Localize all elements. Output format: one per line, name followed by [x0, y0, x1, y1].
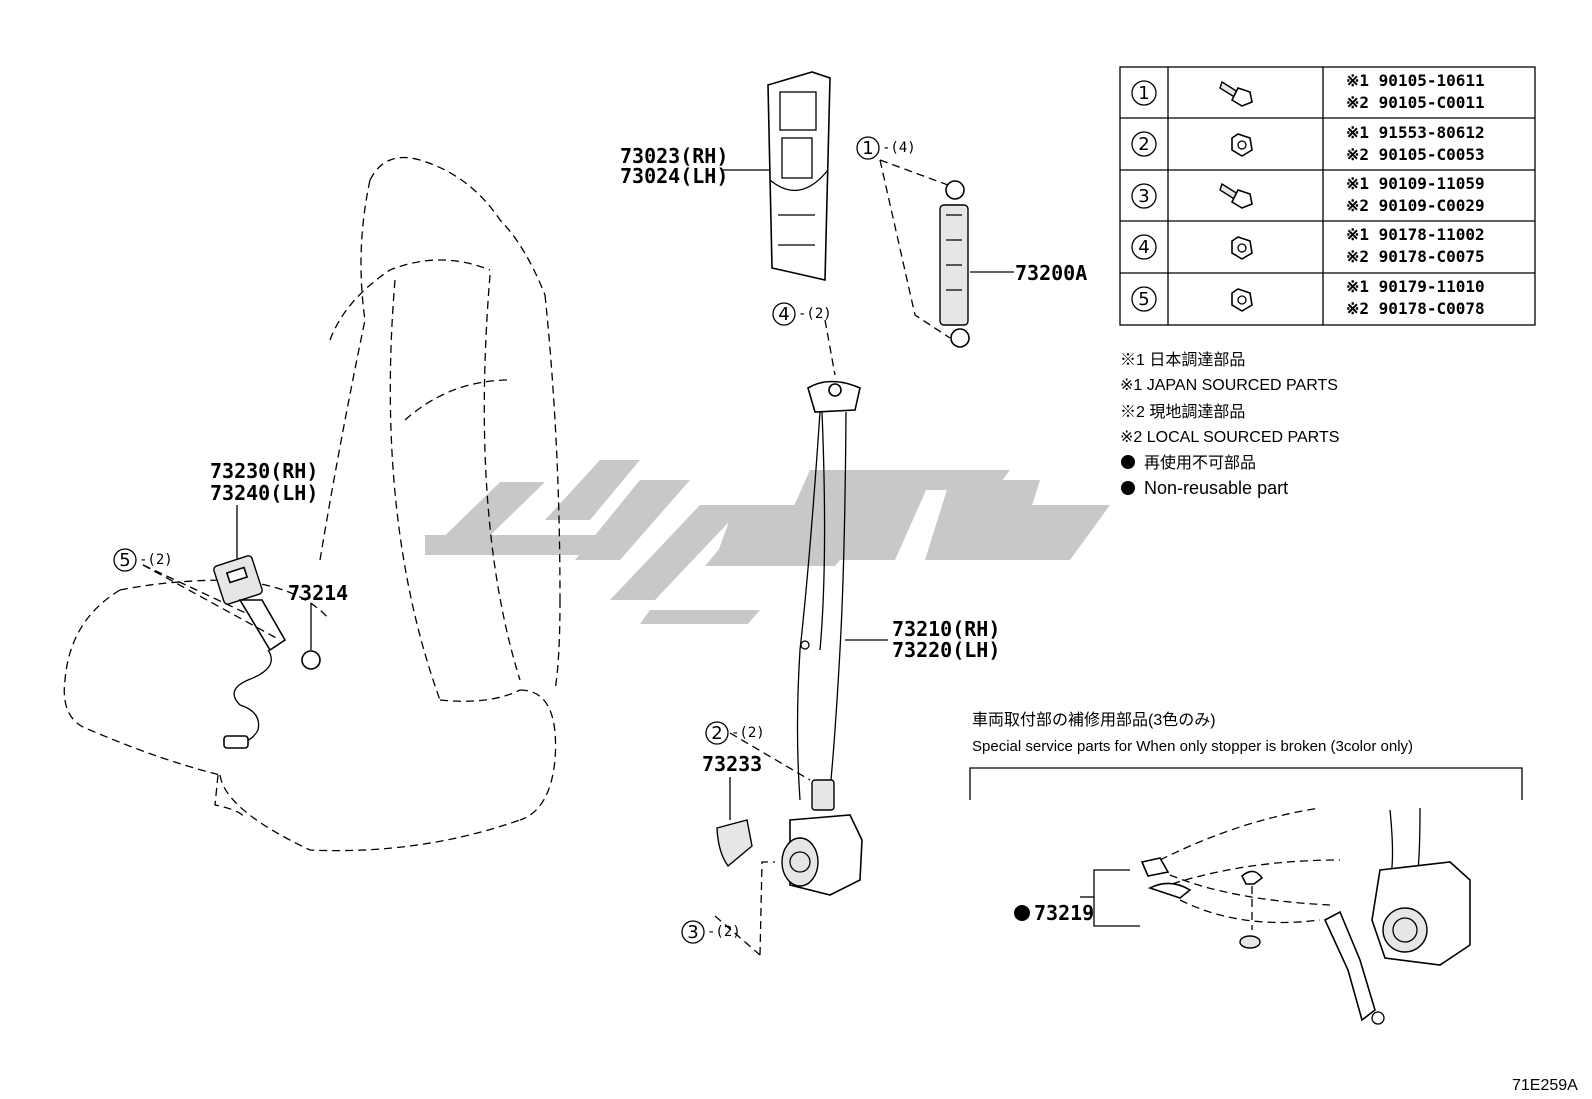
svg-text:※2 90109-C0029: ※2 90109-C0029 — [1346, 196, 1485, 215]
table-row: 5 ※1 90179-11010 ※2 90178-C0078 — [1131, 277, 1485, 318]
nut-icon — [1231, 236, 1253, 260]
svg-text:73219: 73219 — [1034, 901, 1094, 925]
shoulder-adjuster — [939, 180, 970, 348]
svg-text:4: 4 — [778, 304, 789, 325]
label-washer: 73214 — [288, 581, 348, 605]
table-row: 1 ※1 90105-10611 ※2 90105-C0011 — [1131, 71, 1485, 112]
svg-text:※1 90178-11002: ※1 90178-11002 — [1346, 225, 1485, 244]
svg-text:-(4): -(4) — [882, 140, 916, 156]
table-row: 4 ※1 90178-11002 ※2 90178-C0075 — [1131, 225, 1485, 266]
svg-text:※1 91553-80612: ※1 91553-80612 — [1346, 123, 1485, 142]
table-row: 3 ※1 90109-11059 ※2 90109-C0029 — [1131, 174, 1485, 215]
label-adjuster: 73200A — [1015, 261, 1087, 285]
washer-73214 — [301, 650, 321, 670]
svg-text:5: 5 — [1138, 289, 1149, 310]
label-pillar-trim-rh: 73023(RH) — [620, 144, 728, 168]
watermark-logo — [425, 460, 1110, 624]
callout-4: 4 -(2) — [772, 302, 832, 326]
table-row: 2 ※1 91553-80612 ※2 90105-C0053 — [1131, 123, 1485, 164]
svg-text:1: 1 — [1138, 83, 1149, 104]
svg-text:Special service parts for When: Special service parts for When only stop… — [972, 738, 1413, 755]
seat-belt-buckle — [213, 555, 287, 749]
svg-text:※2 現地調達部品: ※2 現地調達部品 — [1120, 403, 1245, 421]
label-belt-lh: 73220(LH) — [892, 638, 1000, 662]
label-buckle-rh: 73230(RH) — [210, 459, 318, 483]
label-retractor-cover: 73233 — [702, 752, 762, 776]
non-reusable-bullet-icon — [1121, 455, 1135, 469]
svg-text:※1 JAPAN SOURCED PARTS: ※1 JAPAN SOURCED PARTS — [1120, 377, 1338, 394]
svg-text:-(2): -(2) — [731, 725, 765, 741]
label-pillar-trim-lh: 73024(LH) — [620, 164, 728, 188]
svg-text:-(2): -(2) — [707, 924, 741, 940]
seat-belt-assembly — [781, 380, 863, 896]
svg-text:※2 90105-C0053: ※2 90105-C0053 — [1346, 145, 1485, 164]
callout-3: 3 -(2) — [681, 920, 741, 944]
svg-text:1: 1 — [862, 138, 873, 159]
label-belt-rh: 73210(RH) — [892, 617, 1000, 641]
svg-text:再使用不可部品: 再使用不可部品 — [1144, 454, 1256, 472]
pillar-trim — [767, 71, 831, 281]
svg-text:3: 3 — [1138, 186, 1149, 207]
svg-text:※1 90179-11010: ※1 90179-11010 — [1346, 277, 1485, 296]
callout-5: 5 -(2) — [113, 548, 173, 572]
non-reusable-bullet-icon — [1014, 905, 1030, 921]
retractor-cover — [716, 819, 753, 868]
special-service-section: 車両取付部の補修用部品(3色のみ) Special service parts … — [969, 711, 1523, 1025]
svg-text:5: 5 — [119, 550, 130, 571]
svg-text:2: 2 — [1138, 134, 1149, 155]
svg-text:4: 4 — [1138, 237, 1149, 258]
fastener-table: 1 ※1 90105-10611 ※2 90105-C0011 2 ※1 915… — [1119, 66, 1536, 326]
non-reusable-bullet-icon — [1121, 481, 1135, 495]
bolt-icon — [1219, 80, 1253, 107]
callout-1: 1 -(4) — [856, 136, 916, 160]
svg-text:2: 2 — [711, 723, 722, 744]
nut-icon — [1231, 133, 1253, 157]
svg-text:※1 90105-10611: ※1 90105-10611 — [1346, 71, 1485, 90]
svg-text:※2 90105-C0011: ※2 90105-C0011 — [1346, 93, 1485, 112]
svg-text:※2 90178-C0078: ※2 90178-C0078 — [1346, 299, 1485, 318]
leader-lines — [142, 159, 1140, 956]
svg-text:※1 90109-11059: ※1 90109-11059 — [1346, 174, 1485, 193]
svg-text:車両取付部の補修用部品(3色のみ): 車両取付部の補修用部品(3色のみ) — [972, 711, 1216, 729]
svg-text:3: 3 — [687, 922, 698, 943]
svg-text:-(2): -(2) — [139, 552, 173, 568]
svg-text:※2 90178-C0075: ※2 90178-C0075 — [1346, 247, 1485, 266]
bolt-icon — [1219, 182, 1253, 209]
nut-icon — [1231, 288, 1253, 312]
svg-text:※2 LOCAL SOURCED PARTS: ※2 LOCAL SOURCED PARTS — [1120, 429, 1339, 446]
legend: ※1 日本調達部品 ※1 JAPAN SOURCED PARTS ※2 現地調達… — [1120, 351, 1339, 498]
svg-text:Non-reusable part: Non-reusable part — [1144, 478, 1288, 498]
svg-text:-(2): -(2) — [798, 306, 832, 322]
label-buckle-lh: 73240(LH) — [210, 481, 318, 505]
svg-text:※1 日本調達部品: ※1 日本調達部品 — [1120, 351, 1245, 369]
diagram-code: 71E259A — [1512, 1077, 1578, 1094]
callout-2: 2 -(2) — [705, 721, 765, 745]
